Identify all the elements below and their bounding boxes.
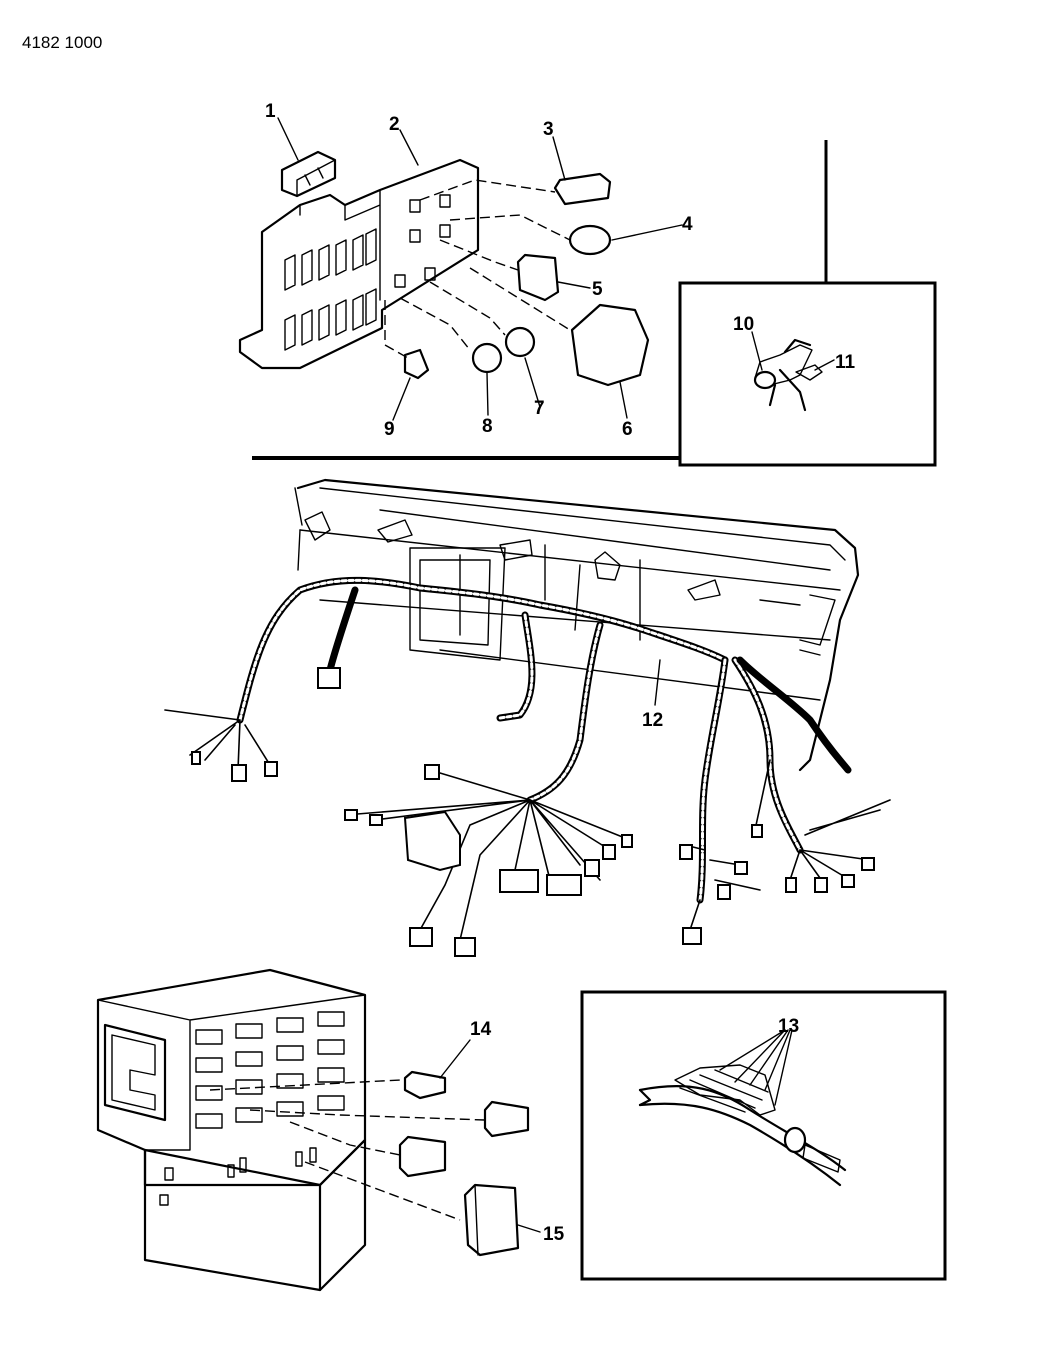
callout-3: 3	[543, 119, 554, 140]
callout-11: 11	[835, 352, 856, 373]
callout-5: 5	[592, 279, 603, 300]
callout-14: 14	[470, 1019, 492, 1040]
callout-labels: 1 2 3 4 5 6 7 8 9 10 11 12 13 14 15	[265, 101, 856, 1245]
fuse-block-assembly	[238, 117, 683, 460]
callout-13: 13	[778, 1016, 799, 1037]
callout-4: 4	[682, 214, 693, 235]
drawing-code: 4182 1000	[22, 33, 102, 52]
relay-bank-assembly	[96, 968, 541, 1292]
callout-10: 10	[733, 314, 754, 335]
inset-detail-top	[678, 140, 937, 467]
callout-2: 2	[389, 114, 400, 135]
callout-6: 6	[622, 419, 633, 440]
callout-7: 7	[534, 398, 545, 419]
inset-detail-bottom	[580, 990, 947, 1281]
callout-1: 1	[265, 101, 276, 122]
callout-12: 12	[642, 710, 663, 731]
instrument-panel-harness	[164, 478, 891, 957]
callout-15: 15	[543, 1224, 565, 1245]
callout-8: 8	[482, 416, 493, 437]
callout-9: 9	[384, 419, 395, 440]
